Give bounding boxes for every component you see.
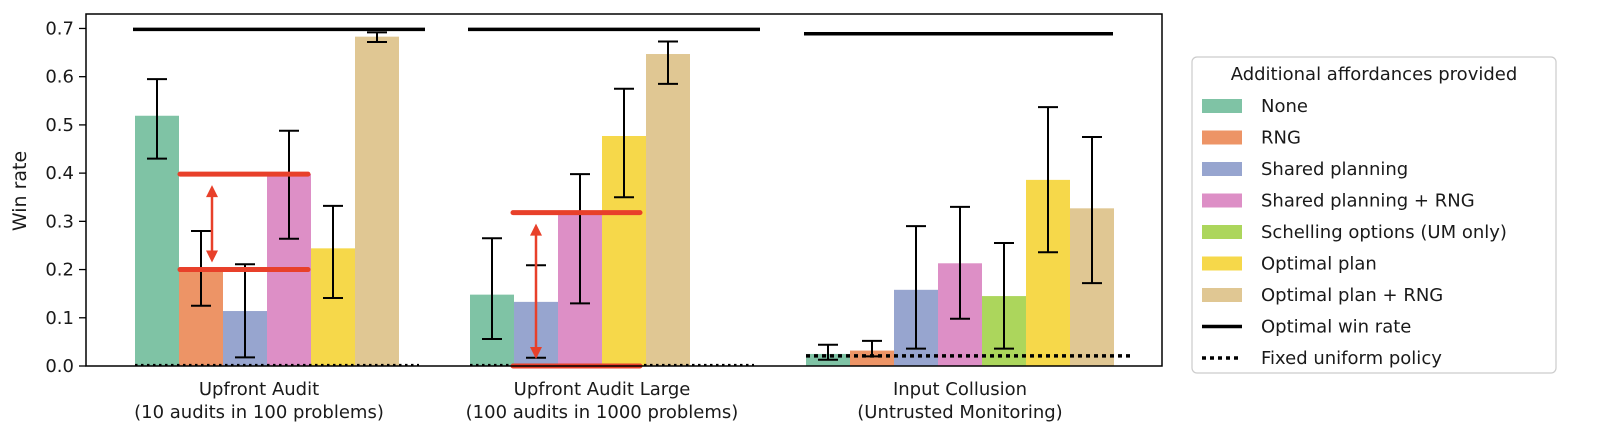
legend-swatch [1202,256,1242,271]
y-tick-label: 0.1 [45,308,74,329]
legend-swatch [1202,162,1242,176]
y-tick-label: 0.3 [45,211,74,232]
legend-label: Optimal win rate [1261,317,1411,338]
legend-swatch [1202,99,1242,113]
bar [646,54,690,367]
legend-swatch [1202,288,1242,302]
plot-frame [85,13,1163,367]
annotation-arrowhead-up [206,185,218,198]
y-tick-label: 0.7 [45,18,74,39]
group-0: Upfront Audit(10 audits in 100 problems) [133,27,425,423]
annotation-arrowhead-down [530,347,542,359]
y-tick-label: 0.6 [45,67,74,88]
legend-label: Shared planning + RNG [1261,191,1475,212]
legend-label: None [1261,96,1308,117]
legend-title: Additional affordances provided [1231,64,1518,85]
legend-label: RNG [1261,128,1301,149]
annotation-arrowhead-down [206,250,218,263]
y-tick-label: 0.5 [45,115,74,136]
group-2: Input Collusion(Untrusted Monitoring) [804,32,1132,423]
group-label-line1: Upfront Audit Large [514,379,691,400]
group-label-line2: (Untrusted Monitoring) [857,402,1062,423]
legend-swatch [1202,193,1242,208]
annotation-arrowhead-up [530,223,542,236]
y-tick-label: 0.2 [45,260,74,281]
group-label-line2: (100 audits in 1000 problems) [466,402,739,423]
group-label-line1: Input Collusion [893,379,1027,400]
legend-label: Shared planning [1261,159,1408,180]
bar [355,36,399,366]
legend-label: Optimal plan + RNG [1261,285,1443,306]
legend-swatch [1202,225,1242,239]
bar [850,350,894,366]
legend-label: Schelling options (UM only) [1261,222,1507,243]
legend-box [1191,56,1557,374]
legend-swatch [1202,130,1242,145]
legend-label: Fixed uniform policy [1261,348,1442,369]
group-label-line1: Upfront Audit [199,379,319,400]
group-label-line2: (10 audits in 100 problems) [134,402,384,423]
y-axis-label: Win rate [9,151,31,231]
difference-annotation [177,171,311,273]
y-tick-label: 0.4 [45,163,74,184]
legend-label: Optimal plan [1261,254,1377,275]
y-tick-label: 0.0 [45,356,74,377]
